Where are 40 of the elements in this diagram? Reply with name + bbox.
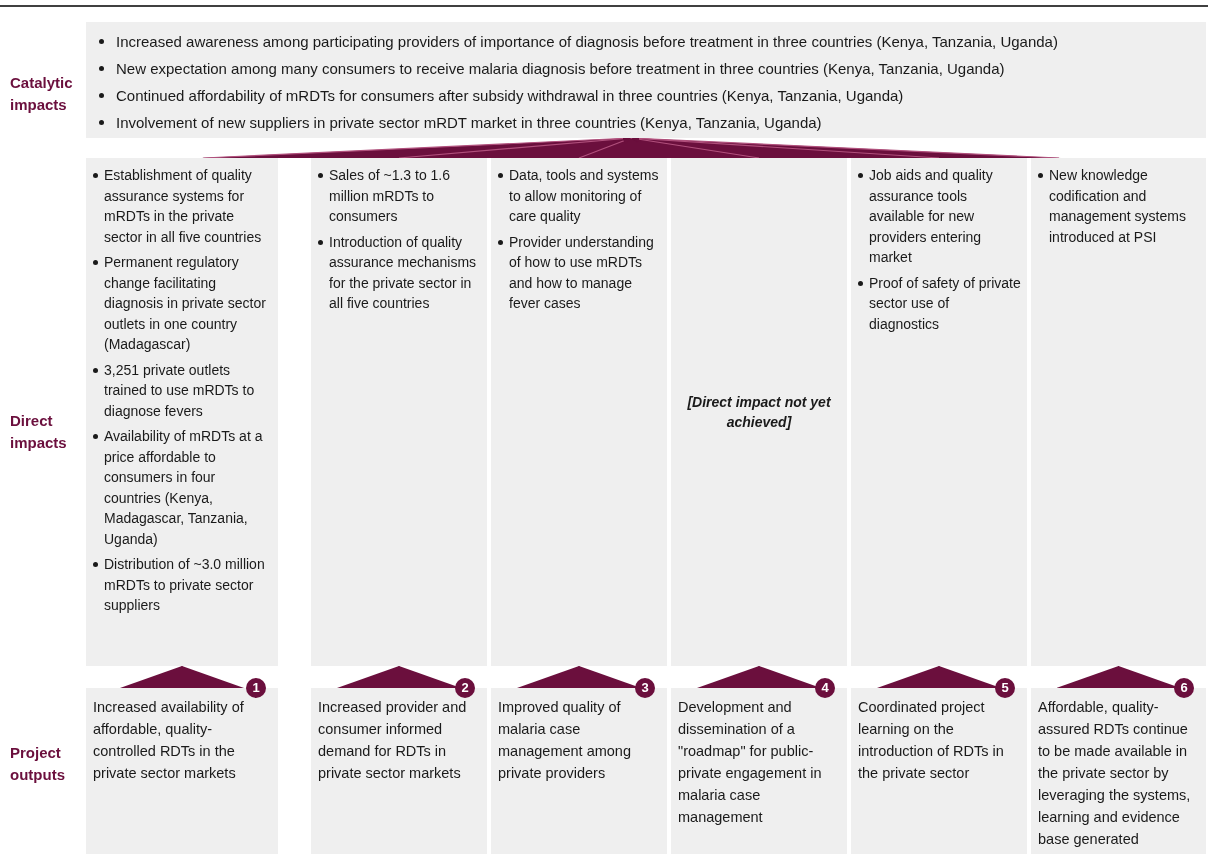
impact-panel (86, 22, 1206, 138)
bullet-text: Sales of ~1.3 to 1.6 million mRDTs to consumers (329, 167, 451, 224)
bullet-text: 3,251 private outlets trained to use mRDTs to diagnose fevers (104, 361, 255, 419)
output-text: Increased provider and consumer informed demand for RDTs in private sector markets (318, 699, 467, 781)
number-badge: 5 (995, 678, 1015, 698)
bullet-text: New expectation among many consumers to receive malaria diagnosis before treatment in three countries (Kenya, Tanzania, Uganda) (116, 60, 1005, 77)
output-text: Improved quality of malaria case management among private providers (498, 699, 631, 781)
number-badge: 2 (455, 678, 475, 698)
bullet-text: Distribution of ~3.0 million mRDTs to private sector suppliers (104, 556, 265, 613)
row-heading: Direct impacts (10, 411, 68, 453)
impact-column (86, 158, 278, 666)
number-badge: 1 (246, 678, 266, 698)
output-text: Increased availability of affordable, quality-controlled RDTs in the private sector markets (93, 699, 244, 781)
impact-column (311, 158, 487, 666)
number-badge: 3 (635, 678, 655, 698)
bullet-text: Job aids and quality assurance tools available for new providers entering market (869, 167, 993, 265)
impact-column (1031, 158, 1206, 666)
bullet-text: Proof of safety of private sector use of diagnostics (869, 274, 1021, 332)
bullet-text: Increased awareness among participating providers of importance of diagnosis before treatment in three countries (Kenya, Tanzania, Uganda) (116, 33, 1058, 50)
bullet-text: New knowledge codification and management systems introduced at PSI (1049, 167, 1186, 245)
output-text: Affordable, quality-assured RDTs continue to be made available in the private sector by leveraging the systems, learning and evidence base generated (1038, 699, 1191, 847)
output-text: Coordinated project learning on the introduction of RDTs in the private sector (858, 699, 1004, 781)
impact-column (491, 158, 667, 666)
number-badge: 4 (815, 678, 835, 698)
bullet-text: Data, tools and systems to allow monitoring of care quality (509, 167, 659, 224)
row-heading: Project outputs (10, 743, 66, 785)
bullet-text: Permanent regulatory change facilitating diagnosis in private sector outlets in one country (Madagascar) (104, 254, 266, 352)
bullet-text: Continued affordability of mRDTs for consumers after subsidy withdrawal in three countries (Kenya, Tanzania, Uganda) (116, 87, 904, 104)
bullet-text: Availability of mRDTs at a price affordable to consumers in four countries (Kenya, Madagascar, Tanzania, Uganda) (104, 428, 263, 547)
bullet-text: Provider understanding of how to use mRDTs and how to manage fever cases (509, 233, 654, 311)
row-heading: Catalytic impacts (10, 73, 74, 115)
impact-column (851, 158, 1027, 666)
bullet-text: Involvement of new suppliers in private sector mRDT market in three countries (Kenya, Tanzania, Uganda) (116, 114, 822, 131)
bullet-text: Introduction of quality assurance mechanisms for the private sector in all five countries (329, 233, 477, 311)
arrow (120, 665, 244, 689)
status-note: [Direct impact not yet achieved] (686, 392, 832, 432)
output-text: Development and dissemination of a "roadmap" for public-private engagement in malaria case management (678, 699, 822, 825)
impact-column (671, 158, 847, 666)
bullet-text: Establishment of quality assurance systems for mRDTs in the private sector in all five countries (104, 167, 262, 245)
number-badge: 6 (1174, 678, 1194, 698)
